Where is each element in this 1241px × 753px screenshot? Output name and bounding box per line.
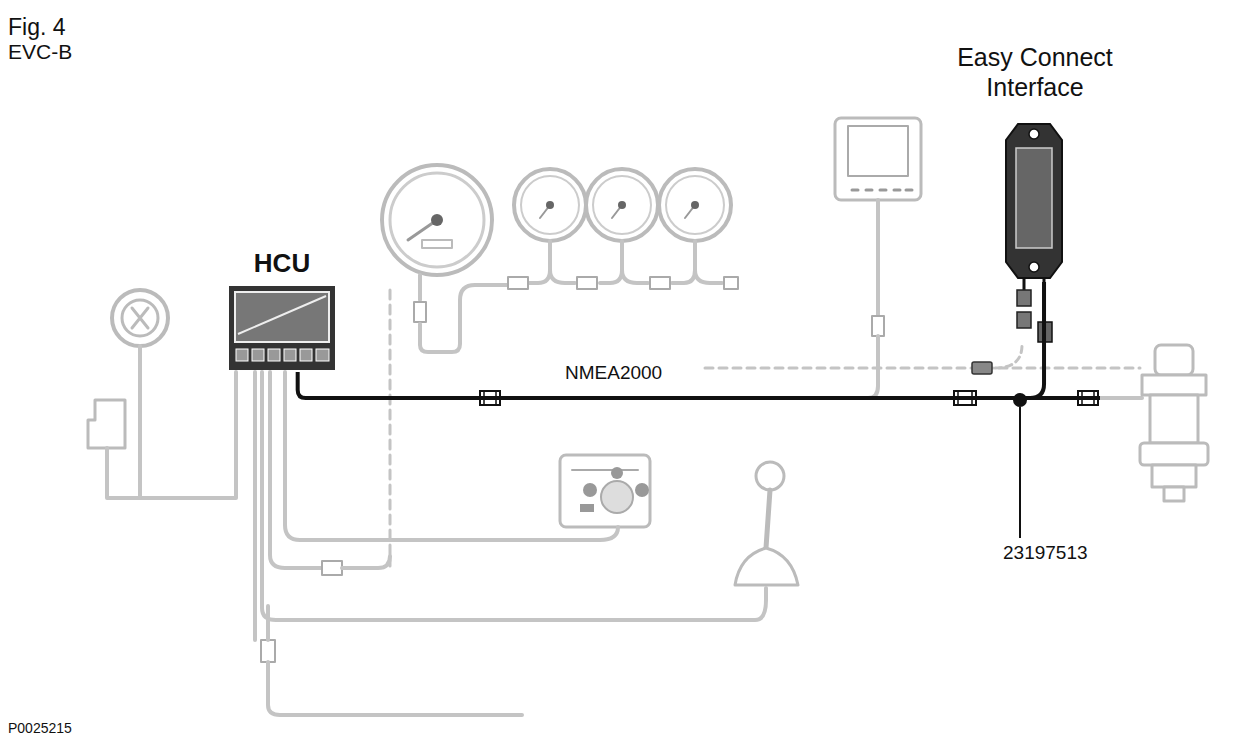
- easy-connect-interface: Easy Connect Interface: [930, 42, 1140, 282]
- unit-heading: HCU: [226, 248, 338, 278]
- bus-cable-extension: [1030, 396, 1100, 400]
- part-number: 23197513: [1003, 542, 1088, 564]
- hcu-unit: HCU: [226, 248, 338, 372]
- bus-name: NMEA2000: [563, 362, 664, 384]
- figure-title: Fig. 4: [8, 14, 66, 40]
- bus-cable: [298, 282, 1044, 398]
- unit-heading: Easy Connect Interface: [935, 42, 1135, 102]
- image-id: P0025215: [8, 720, 72, 736]
- system-name: EVC-B: [8, 40, 72, 64]
